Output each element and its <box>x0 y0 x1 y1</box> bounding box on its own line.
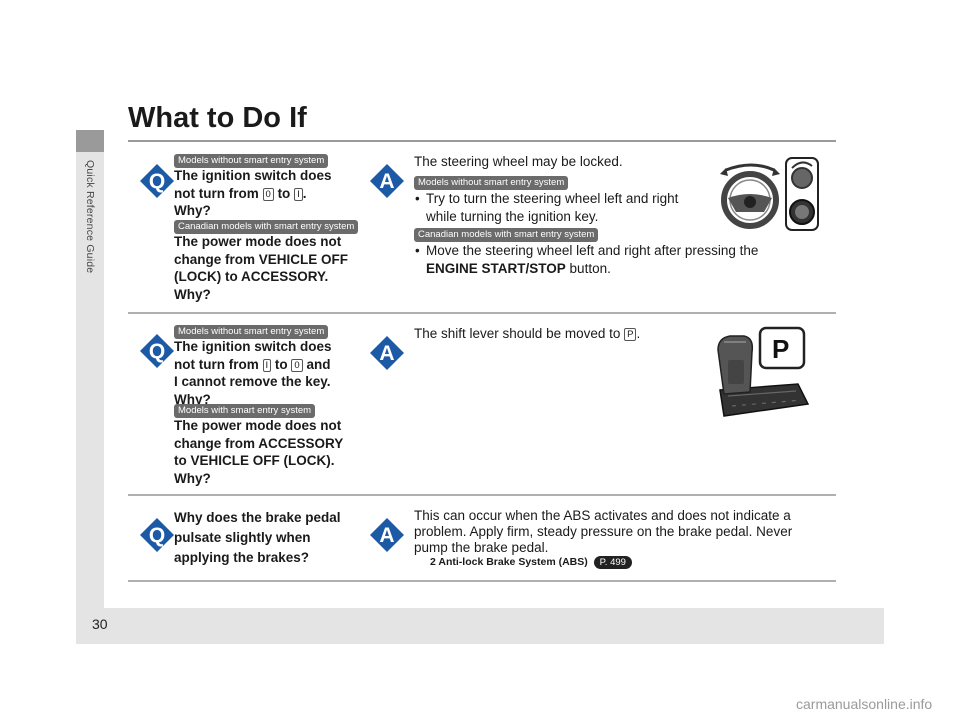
question-icon: Q <box>140 334 174 368</box>
reference-label: Anti-lock Brake System (ABS) <box>438 556 588 568</box>
gear-position-key: P <box>624 328 637 341</box>
models-badge: Models with smart entry system <box>174 404 316 418</box>
answer-text: This can occur when the ABS activates an… <box>414 508 793 555</box>
page-number: 30 <box>92 616 108 632</box>
shift-lever-icon <box>717 326 810 417</box>
answer-icon: A <box>370 164 404 198</box>
section-rule <box>128 494 836 496</box>
question-text: The ignition switch does not turn from I… <box>174 339 332 407</box>
answer-bullet: • Try to turn the steering wheel left an… <box>415 191 679 224</box>
models-badge: Models without smart entry system <box>174 325 329 339</box>
models-badge: Models without smart entry system <box>174 154 329 168</box>
watermark: carmanualsonline.info <box>796 696 933 712</box>
section-rule <box>128 312 836 314</box>
park-letter: P <box>772 334 790 364</box>
question-text: The ignition switch does not turn from 0… <box>174 168 332 218</box>
steering-wheel-illustration <box>720 157 819 231</box>
reference-marker: 2 <box>430 556 436 568</box>
svg-text:A: A <box>379 342 394 365</box>
question-text: The power mode does not change from ACCE… <box>174 418 344 486</box>
models-badge: Models without smart entry system <box>414 176 569 190</box>
svg-text:Q: Q <box>149 170 165 193</box>
question-icon: Q <box>140 518 174 552</box>
answer-text: The steering wheel may be locked. <box>414 154 623 169</box>
side-bar <box>76 130 104 608</box>
ignition-position-key: I <box>262 358 272 372</box>
cross-reference[interactable]: 2 Anti-lock Brake System (ABS) P. 499 <box>430 556 632 569</box>
svg-text:Q: Q <box>149 524 165 547</box>
models-badge: Canadian models with smart entry system <box>414 228 599 242</box>
svg-text:Q: Q <box>149 340 165 363</box>
sidebar-label: Quick Reference Guide <box>84 160 96 274</box>
question-text: Why does the brake pedal pulsate slightl… <box>174 510 341 565</box>
svg-text:A: A <box>379 170 394 193</box>
page-reference-link[interactable]: P. 499 <box>593 556 632 569</box>
answer-icon: A <box>370 336 404 370</box>
page-title: What to Do If <box>128 102 307 134</box>
side-tab <box>76 130 104 152</box>
svg-text:A: A <box>379 524 394 547</box>
models-badge: Canadian models with smart entry system <box>174 220 359 234</box>
ignition-position-key: 0 <box>262 187 274 201</box>
answer-bullet: • Move the steering wheel left and right… <box>415 243 759 276</box>
section-rule <box>128 580 836 582</box>
answer-text: The shift lever should be moved to P. <box>414 326 641 341</box>
bottom-bar <box>76 608 884 644</box>
shift-lever-illustration: P <box>710 320 814 424</box>
title-rule <box>128 140 836 142</box>
answer-icon: A <box>370 518 404 552</box>
ignition-position-key: I <box>294 187 303 201</box>
question-icon: Q <box>140 164 174 198</box>
question-text: The power mode does not change from VEHI… <box>174 234 349 302</box>
ignition-position-key: 0 <box>291 358 303 372</box>
